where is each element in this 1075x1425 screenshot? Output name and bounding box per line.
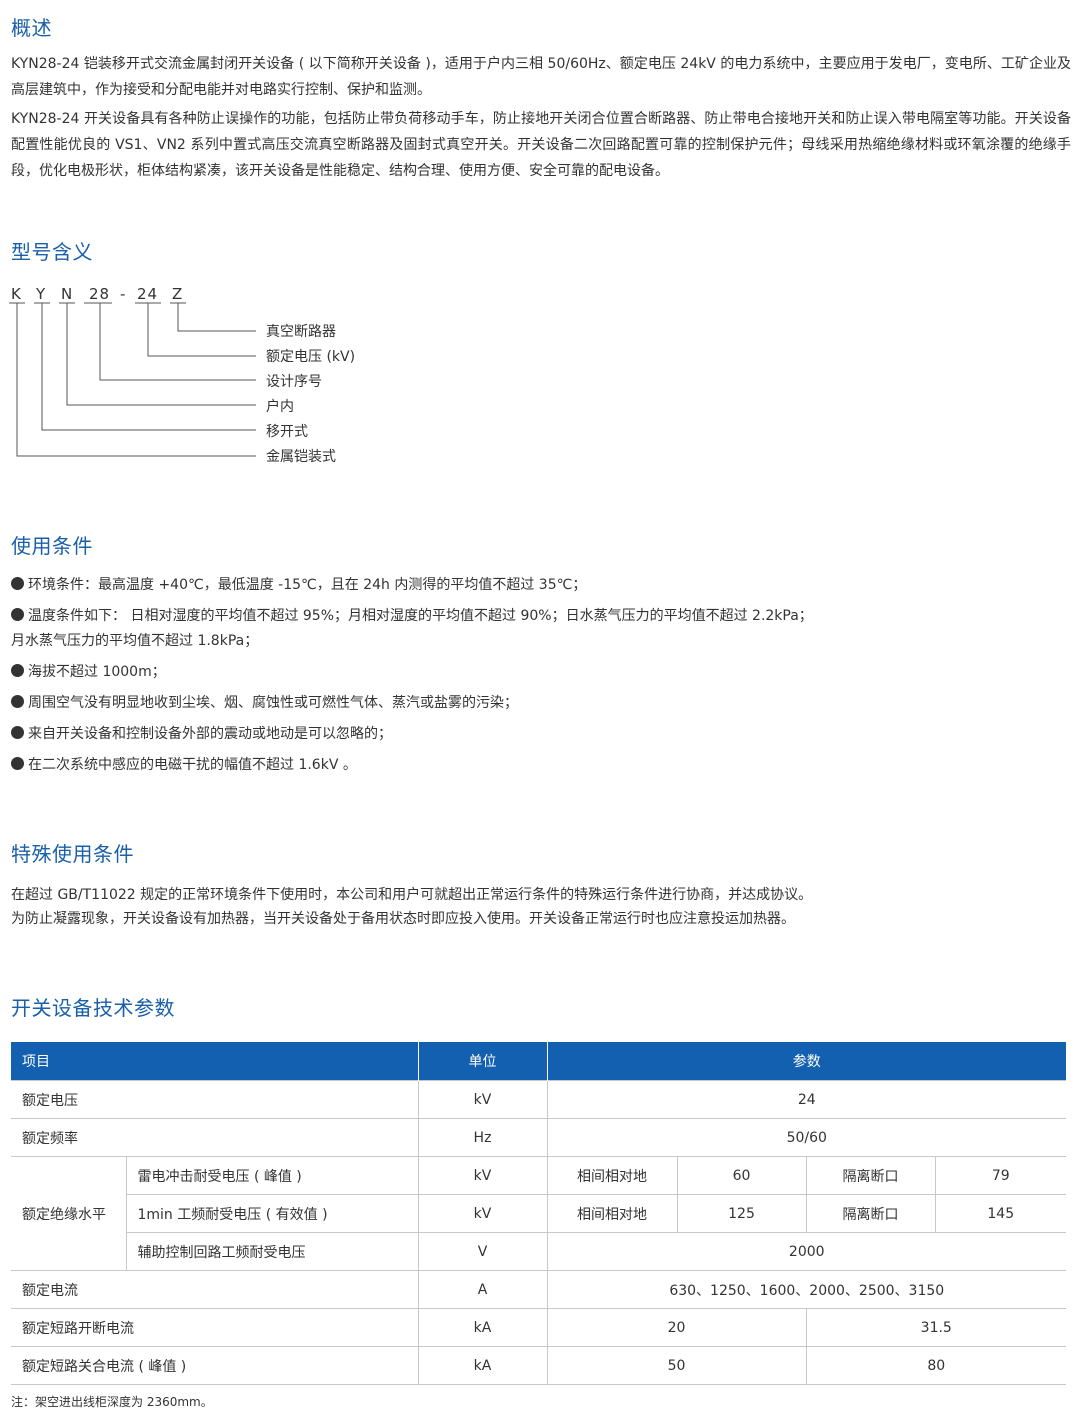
overview-paragraph-1: KYN28-24 铠装移开式交流金属封闭开关设备 ( 以下简称开关设备 )，适用…: [11, 56, 1071, 98]
bullet-dot: [11, 608, 24, 621]
table-row: 额定短路开断电流 kA 20 31.5: [11, 1308, 1066, 1347]
table-row: 1min 工频耐受电压 ( 有效值 ) kV 相间相对地 125 隔离断口 14…: [11, 1194, 1066, 1233]
footnote: 注：架空进出线柜深度为 2360mm。: [11, 1395, 213, 1409]
condition-item: 周围空气没有明显地收到尘埃、烟、腐蚀性或可燃性气体、蒸汽或盐雾的污染；: [11, 690, 518, 716]
code-k: K: [11, 285, 22, 303]
code-z: Z: [172, 285, 183, 303]
code-dash: -: [120, 285, 126, 303]
label-vacuum-breaker: 真空断路器: [266, 324, 336, 340]
bullet-dot: [11, 577, 24, 590]
code-28: 28: [89, 285, 110, 303]
bullet-dot: [11, 726, 24, 739]
code-y: Y: [35, 285, 46, 303]
bullet-dot: [11, 757, 24, 770]
label-design-number: 设计序号: [266, 374, 322, 390]
special-heading: 特殊使用条件: [11, 842, 134, 866]
condition-item: 来自开关设备和控制设备外部的震动或地动是可以忽略的；: [11, 721, 392, 747]
code-24: 24: [137, 285, 158, 303]
special-line-2: 为防止凝露现象，开关设备设有加热器，当开关设备处于备用状态时即应投入使用。开关设…: [11, 911, 795, 927]
header-value: 参数: [547, 1042, 1066, 1081]
condition-item: 温度条件如下： 日相对湿度的平均值不超过 95%；月相对湿度的平均值不超过 90…: [11, 603, 813, 629]
bullet-dot: [11, 664, 24, 677]
table-row: 额定短路关合电流 ( 峰值 ) kA 50 80: [11, 1346, 1066, 1385]
table-row: 额定频率 Hz 50/60: [11, 1118, 1066, 1157]
table-row: 额定电压 kV 24: [11, 1080, 1066, 1119]
table-row: 额定绝缘水平 雷电冲击耐受电压 ( 峰值 ) kV 相间相对地 60 隔离断口 …: [11, 1156, 1066, 1271]
bullet-dot: [11, 695, 24, 708]
special-line-1: 在超过 GB/T11022 规定的正常环境条件下使用时，本公司和用户可就超出正常…: [11, 887, 813, 903]
label-indoor: 户内: [266, 398, 294, 415]
code-n: N: [61, 285, 73, 303]
overview-heading: 概述: [11, 16, 52, 40]
condition-item-continued: 月水蒸气压力的平均值不超过 1.8kPa；: [11, 633, 259, 649]
table-row: 额定电流 A 630、1250、1600、2000、2500、3150: [11, 1270, 1066, 1309]
header-unit: 单位: [418, 1042, 548, 1081]
condition-item: 海拔不超过 1000m；: [11, 659, 166, 685]
label-rated-voltage: 额定电压 (kV): [266, 349, 355, 365]
model-code-diagram: K Y N 28 - 24 Z 真空断路器 额定电压 (kV) 设计序号 户内 …: [9, 285, 355, 465]
label-metal-armored: 金属铠装式: [266, 449, 336, 465]
condition-item: 环境条件：最高温度 +40℃，最低温度 -15℃，且在 24h 内测得的平均值不…: [11, 572, 586, 598]
condition-item: 在二次系统中感应的电磁干扰的幅值不超过 1.6kV 。: [11, 752, 357, 778]
overview-paragraph-2: KYN28-24 开关设备具有各种防止误操作的功能，包括防止带负荷移动手车，防止…: [11, 111, 1071, 179]
model-heading: 型号含义: [11, 240, 93, 264]
table-header-row: 项目 单位 参数: [11, 1042, 1066, 1081]
tech-params-table: 项目 单位 参数 额定电压 kV 24 额定频率 Hz 50/60 额定绝缘水平…: [11, 1042, 1066, 1385]
conditions-heading: 使用条件: [11, 534, 93, 558]
label-withdrawable: 移开式: [266, 424, 308, 440]
insulation-level-cell: 额定绝缘水平: [11, 1156, 127, 1271]
params-heading: 开关设备技术参数: [11, 996, 175, 1020]
table-row: 辅助控制回路工频耐受电压 V 2000: [11, 1232, 1066, 1271]
header-item: 项目: [11, 1042, 419, 1081]
